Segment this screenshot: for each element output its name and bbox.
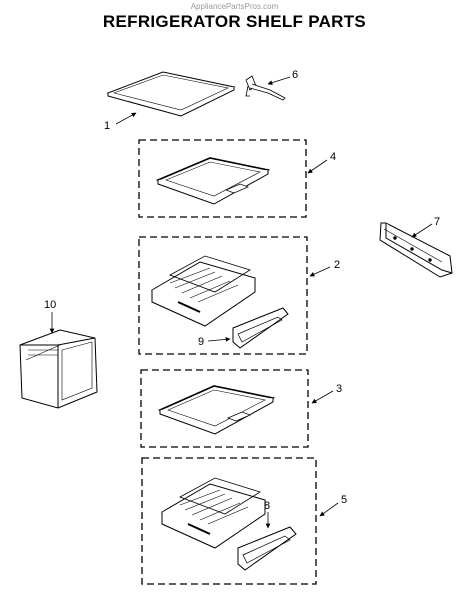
part-10-side-bin: [19, 329, 98, 409]
part-9-drawer-front: [232, 307, 289, 349]
callout-5: 5: [341, 494, 347, 506]
part-5-crisper-drawer: [160, 477, 267, 549]
callout-4: 4: [330, 151, 336, 163]
group-4-frame: [138, 139, 307, 218]
callout-3: 3: [336, 383, 342, 395]
group-2-frame: [138, 236, 308, 355]
part-8-drawer-front: [237, 526, 297, 571]
callout-7: 7: [434, 216, 440, 228]
part-6-clip: [245, 75, 286, 101]
callout-3-leader: [311, 390, 334, 404]
callout-9-leader: [207, 337, 231, 342]
callout-10: 10: [44, 299, 56, 311]
callout-6: 6: [292, 69, 298, 81]
group-5-frame: [141, 457, 317, 585]
callout-1-leader: [115, 112, 137, 125]
callout-2: 2: [334, 259, 340, 271]
part-3-framed-shelf: [157, 385, 276, 435]
callout-5-leader: [319, 502, 339, 517]
callout-8: 8: [264, 500, 270, 512]
callout-1: 1: [104, 120, 110, 132]
part-2-crisper-drawer: [150, 255, 257, 327]
page-title: REFRIGERATOR SHELF PARTS: [102, 12, 367, 31]
watermark: AppliancePartsPros.com: [190, 2, 279, 11]
part-1-glass-shelf: [106, 71, 236, 117]
callout-7-leader: [411, 223, 433, 238]
callout-6-leader: [267, 76, 291, 85]
part-7-rail: [379, 222, 453, 278]
part-4-framed-shelf: [155, 157, 271, 205]
callout-9: 9: [198, 336, 204, 348]
callout-4-leader: [307, 159, 328, 174]
group-3-frame: [140, 369, 309, 448]
callout-2-leader: [309, 266, 331, 277]
